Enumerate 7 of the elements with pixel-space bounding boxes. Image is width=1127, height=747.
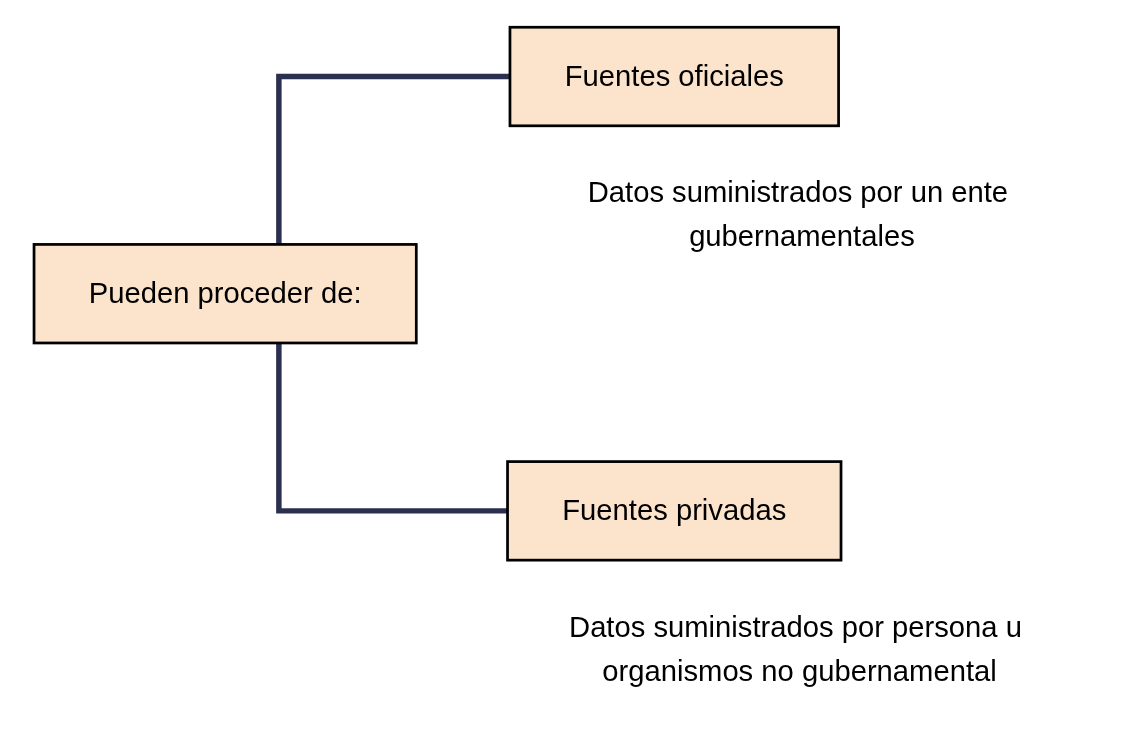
connector [275,342,508,514]
connector [275,73,510,244]
node-box: Fuentes privadas [505,459,842,561]
node-box: Fuentes oficiales [508,25,840,127]
node-box: Pueden proceder de: [32,242,418,344]
node-label: Datos suministrados por persona u organismos no gubernamental [568,610,1022,686]
node-label: Datos suministrados por un ente gubernamentales [587,176,1008,252]
